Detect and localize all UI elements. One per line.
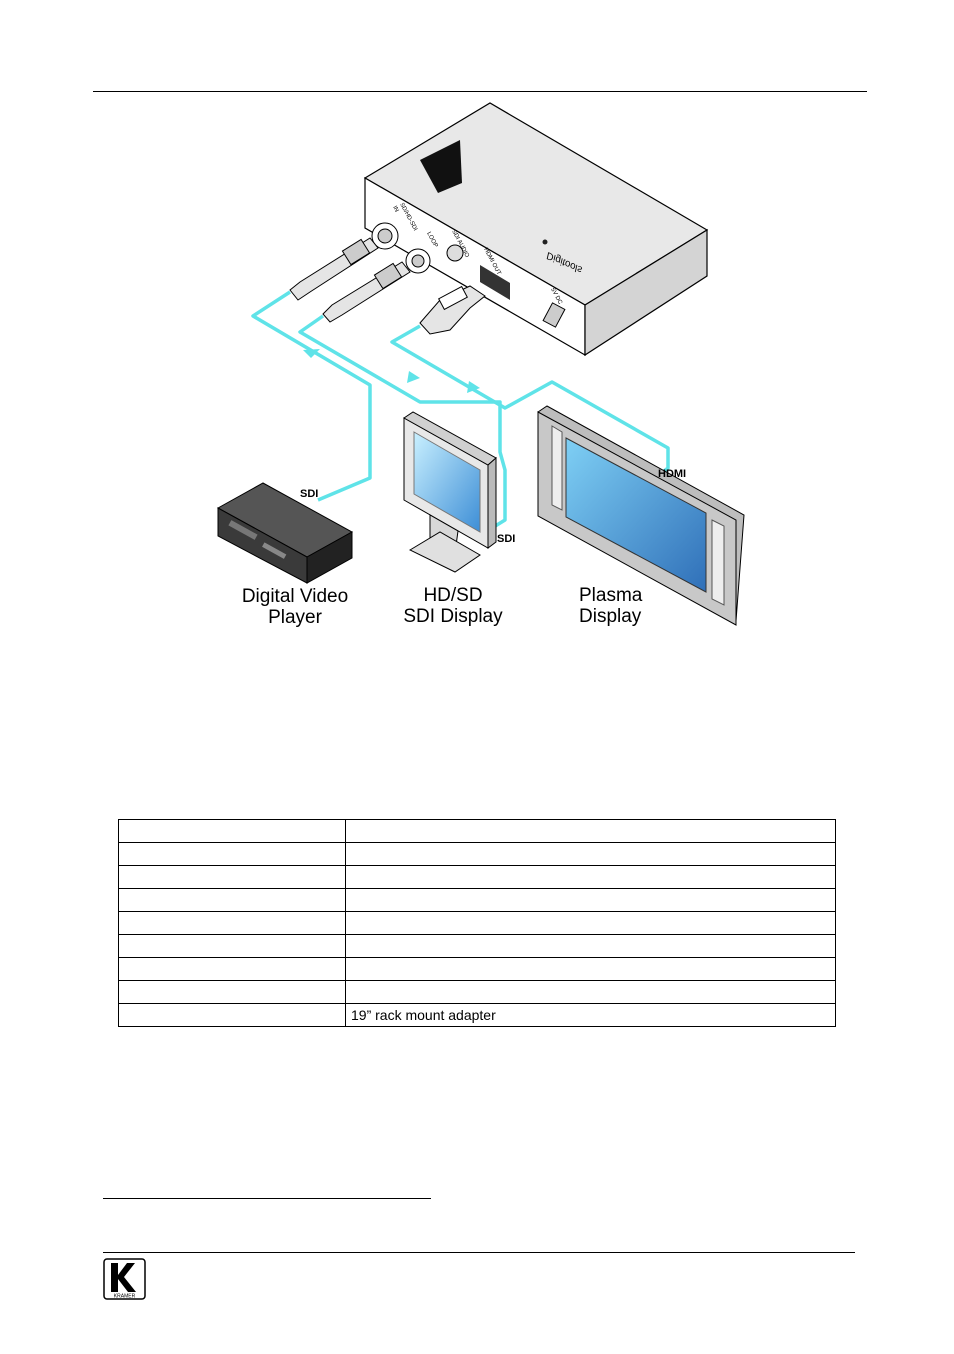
arrow-up-icon: [303, 349, 320, 358]
table-cell: 19” rack mount adapter: [345, 1003, 836, 1027]
table-row: [118, 819, 836, 843]
label-sdi-display-line2: SDI Display: [403, 606, 503, 627]
table-row: [118, 980, 836, 1004]
kramer-logo: KRAMER: [103, 1258, 146, 1300]
bnc-connector-in: [289, 237, 379, 301]
footnote-rule: [103, 1198, 431, 1199]
table-cell: [118, 888, 346, 912]
table-cell: [118, 980, 346, 1004]
table-row: [118, 865, 836, 889]
table-cell: [118, 819, 346, 843]
kramer-k-logo-icon: [420, 140, 462, 193]
cable-label-sdi-display: SDI: [497, 533, 515, 545]
hdmi-connector: [419, 285, 486, 335]
sdi-monitor: [403, 411, 497, 573]
table-row: 19” rack mount adapter: [118, 1003, 836, 1027]
table-row: [118, 911, 836, 935]
header-rule: [93, 91, 867, 92]
footer-rule: [103, 1252, 855, 1253]
table-row: [118, 842, 836, 866]
table-cell: [345, 865, 836, 889]
arrow-right-icon: [407, 371, 420, 383]
converter-device: Digitools SD/HD-SDI IN LOOP SDI AUDIO HD…: [363, 102, 709, 357]
bnc-connector-loop: [322, 261, 411, 323]
table-cell: [345, 934, 836, 958]
table-cell: [118, 911, 346, 935]
table-cell: [118, 957, 346, 981]
table-cell: [345, 842, 836, 866]
package-contents-table: 19” rack mount adapter: [118, 819, 836, 1027]
cable-sdi-player: [251, 290, 372, 502]
label-plasma-line2: Display: [579, 606, 642, 627]
table-row: [118, 934, 836, 958]
table-cell: [345, 911, 836, 935]
cable-label-sdi-player: SDI: [300, 488, 318, 500]
table-cell: [345, 980, 836, 1004]
table-row: [118, 888, 836, 912]
table-cell: [118, 1003, 346, 1027]
table-row: [118, 957, 836, 981]
label-player-line1: Digital Video: [242, 586, 348, 607]
table-cell: [118, 842, 346, 866]
label-player-line2: Player: [268, 607, 323, 628]
label-plasma-line1: Plasma: [579, 585, 643, 606]
cables: [251, 290, 670, 530]
port-label-in: IN: [391, 205, 399, 213]
table-cell: [345, 957, 836, 981]
plasma-display: [537, 405, 745, 626]
table-cell: [345, 888, 836, 912]
digital-video-player: [216, 482, 354, 584]
table-cell: [345, 819, 836, 843]
cable-hdmi: [390, 324, 670, 480]
cable-sdi-display: [298, 314, 507, 530]
table-cell: [118, 934, 346, 958]
cable-label-hdmi: HDMI: [658, 468, 686, 480]
label-sdi-display-line1: HD/SD: [423, 585, 482, 606]
table-cell: [118, 865, 346, 889]
logo-text: KRAMER: [114, 1294, 136, 1300]
arrow-right-icon: [467, 381, 480, 393]
connection-diagram: Digitools SD/HD-SDI IN LOOP SDI AUDIO HD…: [216, 102, 745, 628]
